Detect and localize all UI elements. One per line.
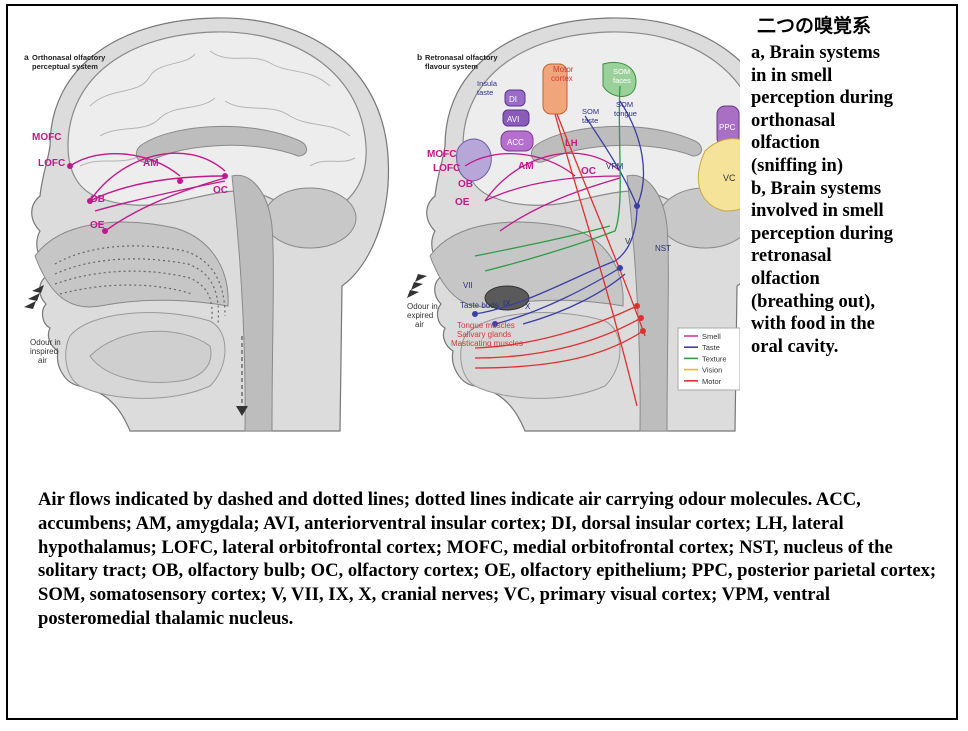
label-b-som-tongue-1: SOM — [616, 100, 633, 109]
label-a-oe: OE — [90, 220, 105, 231]
japanese-title: 二つの嗅覚系 — [757, 11, 871, 38]
label-b-nst: NST — [655, 244, 671, 253]
label-a-am: AM — [143, 158, 159, 169]
panel-b-title-2: flavour system — [425, 62, 478, 71]
panel-b-title-1: Retronasal olfactory — [425, 53, 498, 62]
label-b-salivary-glands: Salivary glands — [457, 330, 511, 339]
panel-a: a Orthonasal olfactory perceptual system… — [24, 18, 388, 431]
label-a-air-3: air — [38, 356, 47, 365]
label-b-mofc: MOFC — [427, 149, 456, 160]
label-b-som-faces-1: SOM — [613, 67, 630, 76]
label-a-oc: OC — [213, 185, 228, 196]
label-b-acc: ACC — [507, 138, 524, 147]
label-b-air-1: Odour in — [407, 302, 438, 311]
cerebellum-a — [264, 188, 356, 248]
panel-b-letter: b — [417, 52, 422, 62]
label-b-ix: IX — [503, 299, 511, 308]
panel-b: b Retronasal olfactory flavour system Mo… — [407, 18, 740, 431]
panel-a-letter: a — [24, 52, 29, 62]
label-b-tongue-muscles: Tongue muscles — [457, 321, 515, 330]
legend-label-texture: Texture — [702, 354, 727, 363]
panel-a-title-1: Orthonasal olfactory — [32, 53, 106, 62]
label-b-insula-1: Insula — [477, 79, 498, 88]
label-b-air-3: air — [415, 320, 424, 329]
label-b-motor-1: Motor — [553, 65, 574, 74]
label-a-air-1: Odour in — [30, 338, 61, 347]
label-b-x: X — [525, 302, 531, 311]
label-a-mofc: MOFC — [32, 132, 61, 143]
label-b-di: DI — [509, 95, 517, 104]
label-b-lofc: LOFC — [433, 163, 460, 174]
air-arrows-b — [407, 274, 427, 298]
label-b-vc: VC — [723, 173, 736, 183]
label-b-vpm: VPM — [606, 162, 624, 171]
label-b-som-taste-1: SOM — [582, 107, 599, 116]
side-description-text: a, Brain systems in in smell perception … — [751, 42, 951, 358]
label-b-insula-2: taste — [477, 88, 493, 97]
legend-label-motor: Motor — [702, 377, 722, 386]
label-b-taste-buds: Taste buds — [460, 301, 499, 310]
label-b-motor-2: cortex — [551, 74, 573, 83]
label-b-am: AM — [518, 161, 534, 172]
olfaction-figure: a Orthonasal olfactory perceptual system… — [10, 6, 740, 436]
panel-a-title-2: perceptual system — [32, 62, 98, 71]
label-a-ob: OB — [90, 194, 105, 205]
label-b-ob: OB — [458, 179, 473, 190]
label-b-oe: OE — [455, 197, 470, 208]
label-b-som-tongue-2: tongue — [614, 109, 637, 118]
label-b-oc: OC — [581, 166, 596, 177]
label-b-v: V — [625, 237, 631, 246]
label-b-masticating-muscles: Masticating muscles — [451, 339, 523, 348]
legend-label-taste: Taste — [702, 343, 720, 352]
legend-label-smell: Smell — [702, 332, 721, 341]
label-b-vii: VII — [463, 281, 473, 290]
figure-caption: Air flows indicated by dashed and dotted… — [38, 488, 938, 631]
label-a-lofc: LOFC — [38, 158, 65, 169]
side-description: a, Brain systems in in smell perception … — [751, 42, 951, 358]
label-b-air-2: expired — [407, 311, 433, 320]
label-a-air-2: inspired — [30, 347, 58, 356]
label-b-som-faces-2: faces — [613, 76, 631, 85]
label-b-ppc: PPC — [719, 123, 736, 132]
label-b-lh: LH — [565, 138, 578, 149]
label-b-avi: AVI — [507, 115, 519, 124]
label-b-som-taste-2: taste — [582, 116, 598, 125]
legend-label-vision: Vision — [702, 366, 722, 375]
